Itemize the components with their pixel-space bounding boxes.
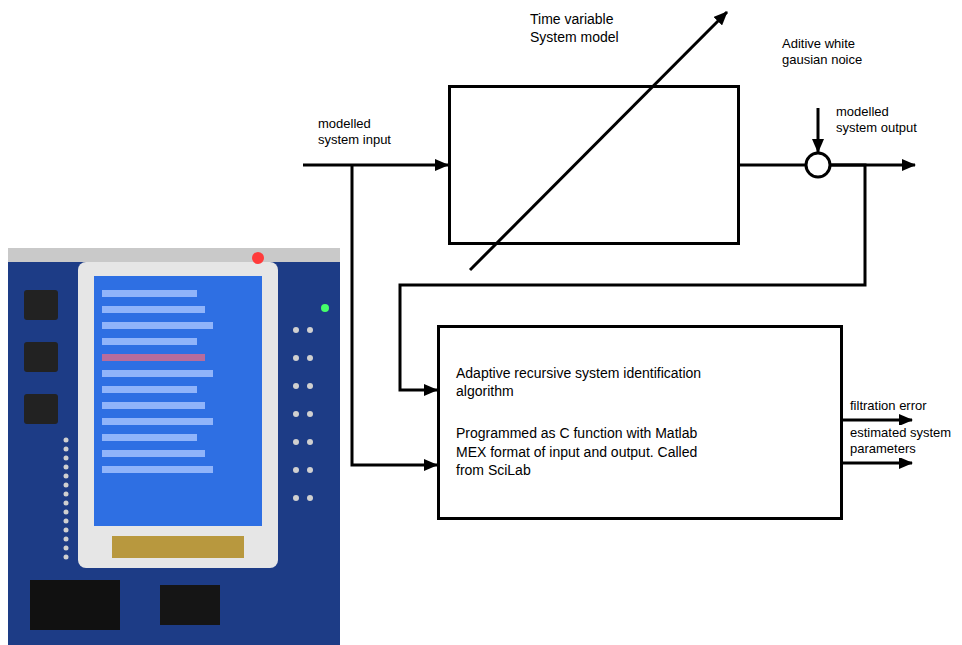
lcd-pixel-row: [102, 306, 205, 313]
pin: [293, 327, 299, 333]
time-variation-arrow: [470, 12, 727, 270]
button: [24, 342, 58, 372]
input-branch-wire: [352, 165, 437, 465]
green-led: [321, 304, 329, 312]
pin: [64, 483, 69, 488]
process-box: Time variable System model: [448, 85, 740, 245]
node-heading: Time variable System model: [530, 10, 642, 46]
pin: [64, 537, 69, 542]
chip: [30, 580, 120, 630]
lcd-connector: [112, 536, 244, 558]
signal-label: modelled system input: [318, 116, 408, 149]
pin: [293, 383, 299, 389]
pin: [64, 456, 69, 461]
pin: [307, 383, 313, 389]
pin: [64, 438, 69, 443]
feedback-connector: [400, 165, 865, 390]
pin: [64, 555, 69, 560]
pin: [64, 465, 69, 470]
chip: [160, 585, 220, 625]
error-output-wire: [843, 419, 912, 422]
signal-label: Aditive white gausian noice: [782, 36, 882, 69]
pin: [293, 495, 299, 501]
pin: [293, 411, 299, 417]
lcd-pixel-row: [102, 434, 197, 441]
lcd-screen: [94, 276, 262, 526]
output-wire: [830, 164, 915, 167]
pin: [64, 528, 69, 533]
lcd-pixel-row: [102, 450, 205, 457]
pin: [64, 510, 69, 515]
button: [24, 290, 58, 320]
pin: [293, 355, 299, 361]
pin: [307, 495, 313, 501]
pin: [64, 474, 69, 479]
signal-label: estimated system parameters: [850, 425, 956, 458]
parameter-output-wire: [843, 462, 912, 465]
process-box: Adaptive recursive system identification…: [437, 325, 843, 520]
pin: [293, 439, 299, 445]
lcd-pixel-row: [102, 338, 197, 345]
pin: [64, 447, 69, 452]
lcd-pixel-row: [102, 354, 205, 361]
input-wire: [303, 164, 448, 167]
lcd-pixel-row: [102, 322, 213, 329]
pin: [307, 411, 313, 417]
pin: [64, 501, 69, 506]
red-led: [252, 252, 264, 264]
node-text: Adaptive recursive system identification…: [456, 364, 706, 400]
noise-arrow: [817, 108, 820, 152]
lcd-pixel-row: [102, 402, 205, 409]
lcd-pixel-row: [102, 370, 213, 377]
pin: [64, 492, 69, 497]
signal-label: modelled system output: [836, 104, 928, 137]
lcd-frame: [78, 262, 278, 568]
board-photo: [8, 248, 340, 645]
board-edge: [8, 248, 340, 262]
pin: [307, 467, 313, 473]
pin: [293, 467, 299, 473]
summing-junction: [806, 153, 830, 177]
lcd-pixel-row: [102, 386, 197, 393]
signal-label: filtration error: [850, 398, 956, 414]
pin: [307, 327, 313, 333]
pin: [307, 439, 313, 445]
button: [24, 394, 58, 424]
lcd-pixel-row: [102, 418, 213, 425]
lcd-pixel-row: [102, 290, 197, 297]
pin: [307, 355, 313, 361]
board: [8, 248, 340, 645]
pin: [64, 546, 69, 551]
lcd-pixel-row: [102, 466, 213, 473]
node-text: Programmed as C function with Matlab MEX…: [456, 424, 706, 479]
pin: [64, 519, 69, 524]
